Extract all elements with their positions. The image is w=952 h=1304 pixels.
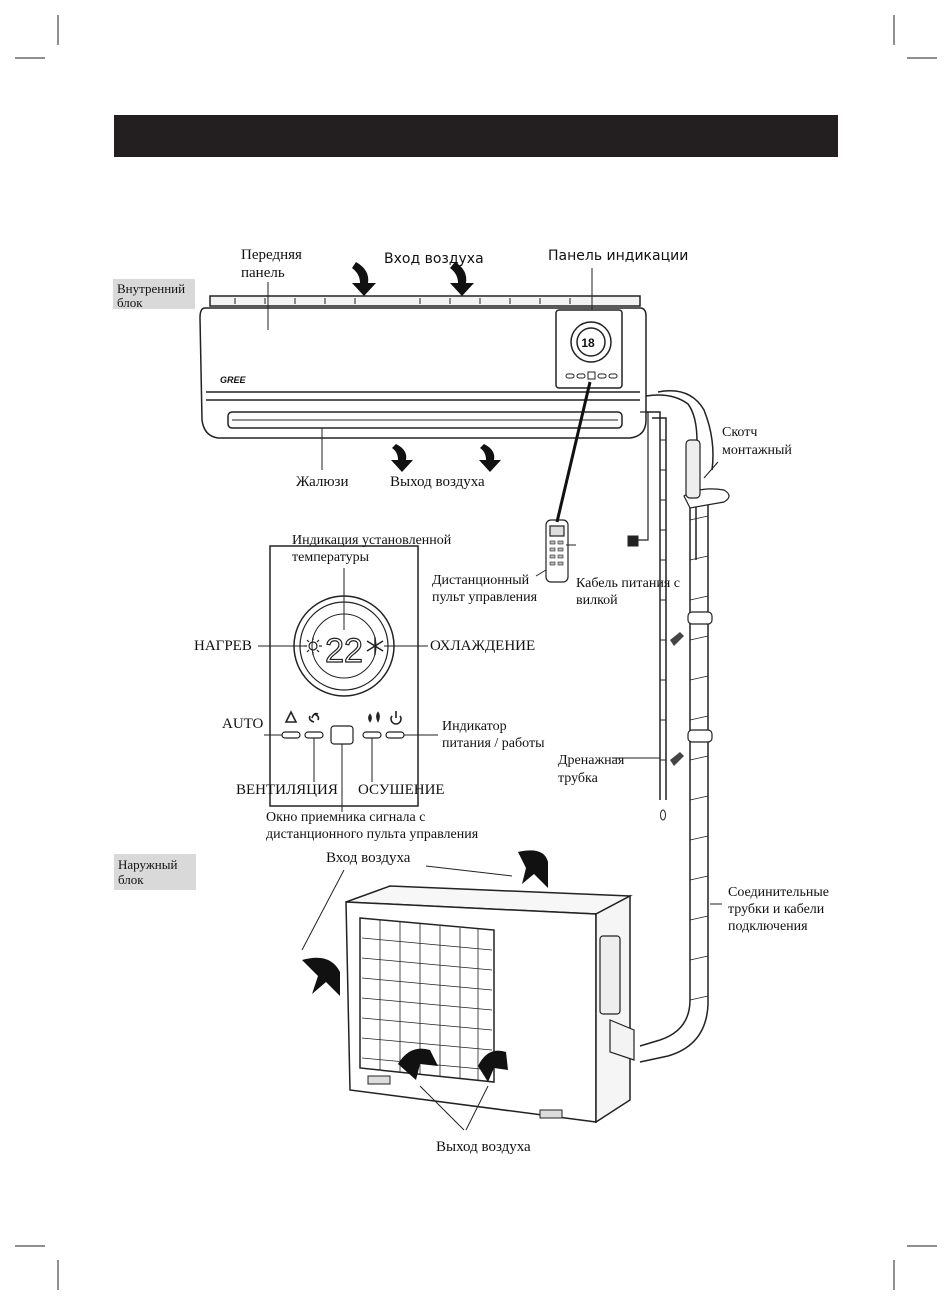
drain-label: Дренажная трубка	[558, 753, 625, 786]
auto-label: AUTO	[222, 716, 264, 732]
set-temp-label: Индикация установленной температуры	[292, 533, 452, 565]
receiver-label: Окно приемника сигнала с дистанционного …	[266, 810, 479, 842]
heat-label: НАГРЕВ	[194, 638, 252, 654]
tape-label: Скотч монтажный	[722, 425, 792, 458]
remote-label: Дистанционный пульт управления	[432, 573, 538, 605]
leaders-indoor	[267, 268, 593, 470]
air-inlet-top-label: Вход воздуха	[384, 251, 484, 267]
indoor-section-label: Внутренний блок	[117, 281, 186, 310]
louvers-label: Жалюзи	[296, 474, 349, 490]
power-cable-label: Кабель питания с вилкой	[576, 576, 681, 608]
outdoor-unit	[345, 885, 635, 1124]
connecting-label: Соединительные трубки и кабели подключен…	[728, 885, 829, 934]
set-temperature-digits: 22	[325, 632, 363, 670]
air-outlet-indoor-label: Выход воздуха	[390, 474, 485, 490]
cool-label: ОХЛАЖДЕНИЕ	[430, 638, 536, 654]
air-arrows-indoor	[352, 262, 501, 472]
screw-icons	[670, 632, 684, 766]
front-panel-label: Передняя панель	[241, 247, 302, 281]
indoor-unit	[199, 295, 647, 439]
crop-marks	[15, 15, 937, 1290]
brand-logo: GREE	[220, 375, 247, 385]
piping	[627, 390, 730, 1063]
air-outlet-outdoor-label: Выход воздуха	[436, 1139, 531, 1155]
fan-label: ВЕНТИЛЯЦИЯ	[236, 782, 338, 798]
remote-control	[545, 519, 569, 583]
air-inlet-outdoor-label: Вход воздуха	[326, 850, 411, 866]
dry-label: ОСУШЕНИЕ	[358, 782, 445, 798]
display-panel-label: Панель индикации	[548, 248, 689, 264]
indoor-section-badge: Внутренний блок	[113, 279, 195, 310]
leaders-display	[258, 568, 438, 812]
remote-signal-line	[555, 381, 592, 523]
leaders-outdoor	[301, 865, 513, 1131]
header-bar	[114, 115, 838, 157]
outdoor-section-label: Наружный блок	[118, 857, 178, 887]
air-arrows-outdoor	[302, 850, 548, 1082]
unit-display-digits: 18	[581, 336, 595, 350]
power-indicator-label: Индикатор питания / работы	[442, 719, 545, 751]
outdoor-section-badge: Наружный блок	[114, 854, 196, 890]
leaders-right	[535, 461, 722, 905]
